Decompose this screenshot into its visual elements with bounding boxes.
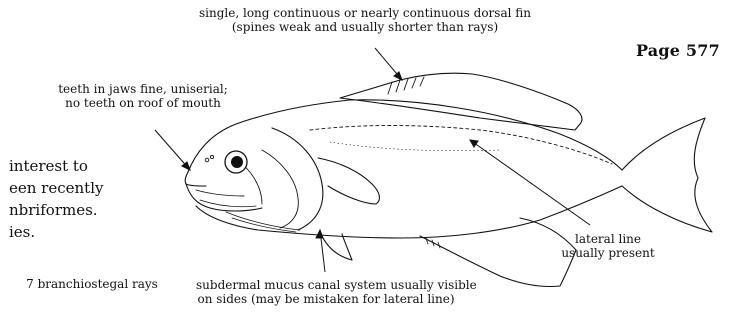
lateral-line-arrow (470, 140, 590, 225)
gill-cover-inner (262, 150, 298, 228)
subdermal-annotation: subdermal mucus canal system usually vis… (196, 278, 456, 306)
operculum (272, 128, 323, 230)
subdermal-arrowhead (316, 230, 323, 238)
pectoral-fin (318, 158, 379, 204)
body-text-line: een recently (9, 177, 103, 199)
caudal-fin (622, 118, 712, 232)
body-text-line: nbriformes. (9, 199, 103, 221)
body-text-line: interest to (9, 155, 103, 177)
body-text-fragment: interest to een recently nbriformes. ies… (9, 155, 103, 243)
lateral-line (310, 126, 612, 165)
jaw-inner (200, 200, 256, 207)
lateral-line-arrowhead (470, 140, 478, 147)
fish-body-upper (188, 100, 622, 172)
body-text-line: ies. (9, 221, 103, 243)
teeth-label-2: no teeth on roof of mouth (65, 96, 221, 110)
teeth-arrowhead (182, 162, 190, 170)
fish-snout (185, 172, 206, 186)
branchiostegal-annotation: 7 branchiostegal rays (8, 277, 176, 291)
subdermal-label-1: subdermal mucus canal system usually vis… (196, 278, 477, 292)
page-label: Page 577 (636, 42, 720, 61)
dorsal-fin-label-1: single, long continuous or nearly contin… (199, 6, 531, 20)
mouth-line (196, 190, 244, 196)
dorsal-fin-label-2: (spines weak and usually shorter than ra… (232, 20, 498, 34)
fish-body-lower (196, 186, 622, 238)
dorsal-fin-arrowhead (394, 72, 402, 80)
fish-pupil (231, 156, 243, 168)
nostril (205, 158, 209, 162)
dorsal-spines (388, 77, 424, 94)
teeth-label-1: teeth in jaws fine, uniserial; (58, 82, 228, 96)
head-shading (226, 212, 300, 232)
nostril-2 (210, 155, 213, 158)
lateral-line-annotation: lateral line usually present (548, 232, 668, 260)
teeth-annotation: teeth in jaws fine, uniserial; no teeth … (38, 82, 248, 110)
lateral-line-label-1: lateral line (575, 232, 641, 246)
subdermal-label-2: on sides (may be mistaken for lateral li… (197, 292, 454, 306)
dorsal-fin (340, 73, 582, 130)
dorsal-fin-annotation: single, long continuous or nearly contin… (180, 6, 550, 34)
lateral-line-label-2: usually present (561, 246, 654, 260)
